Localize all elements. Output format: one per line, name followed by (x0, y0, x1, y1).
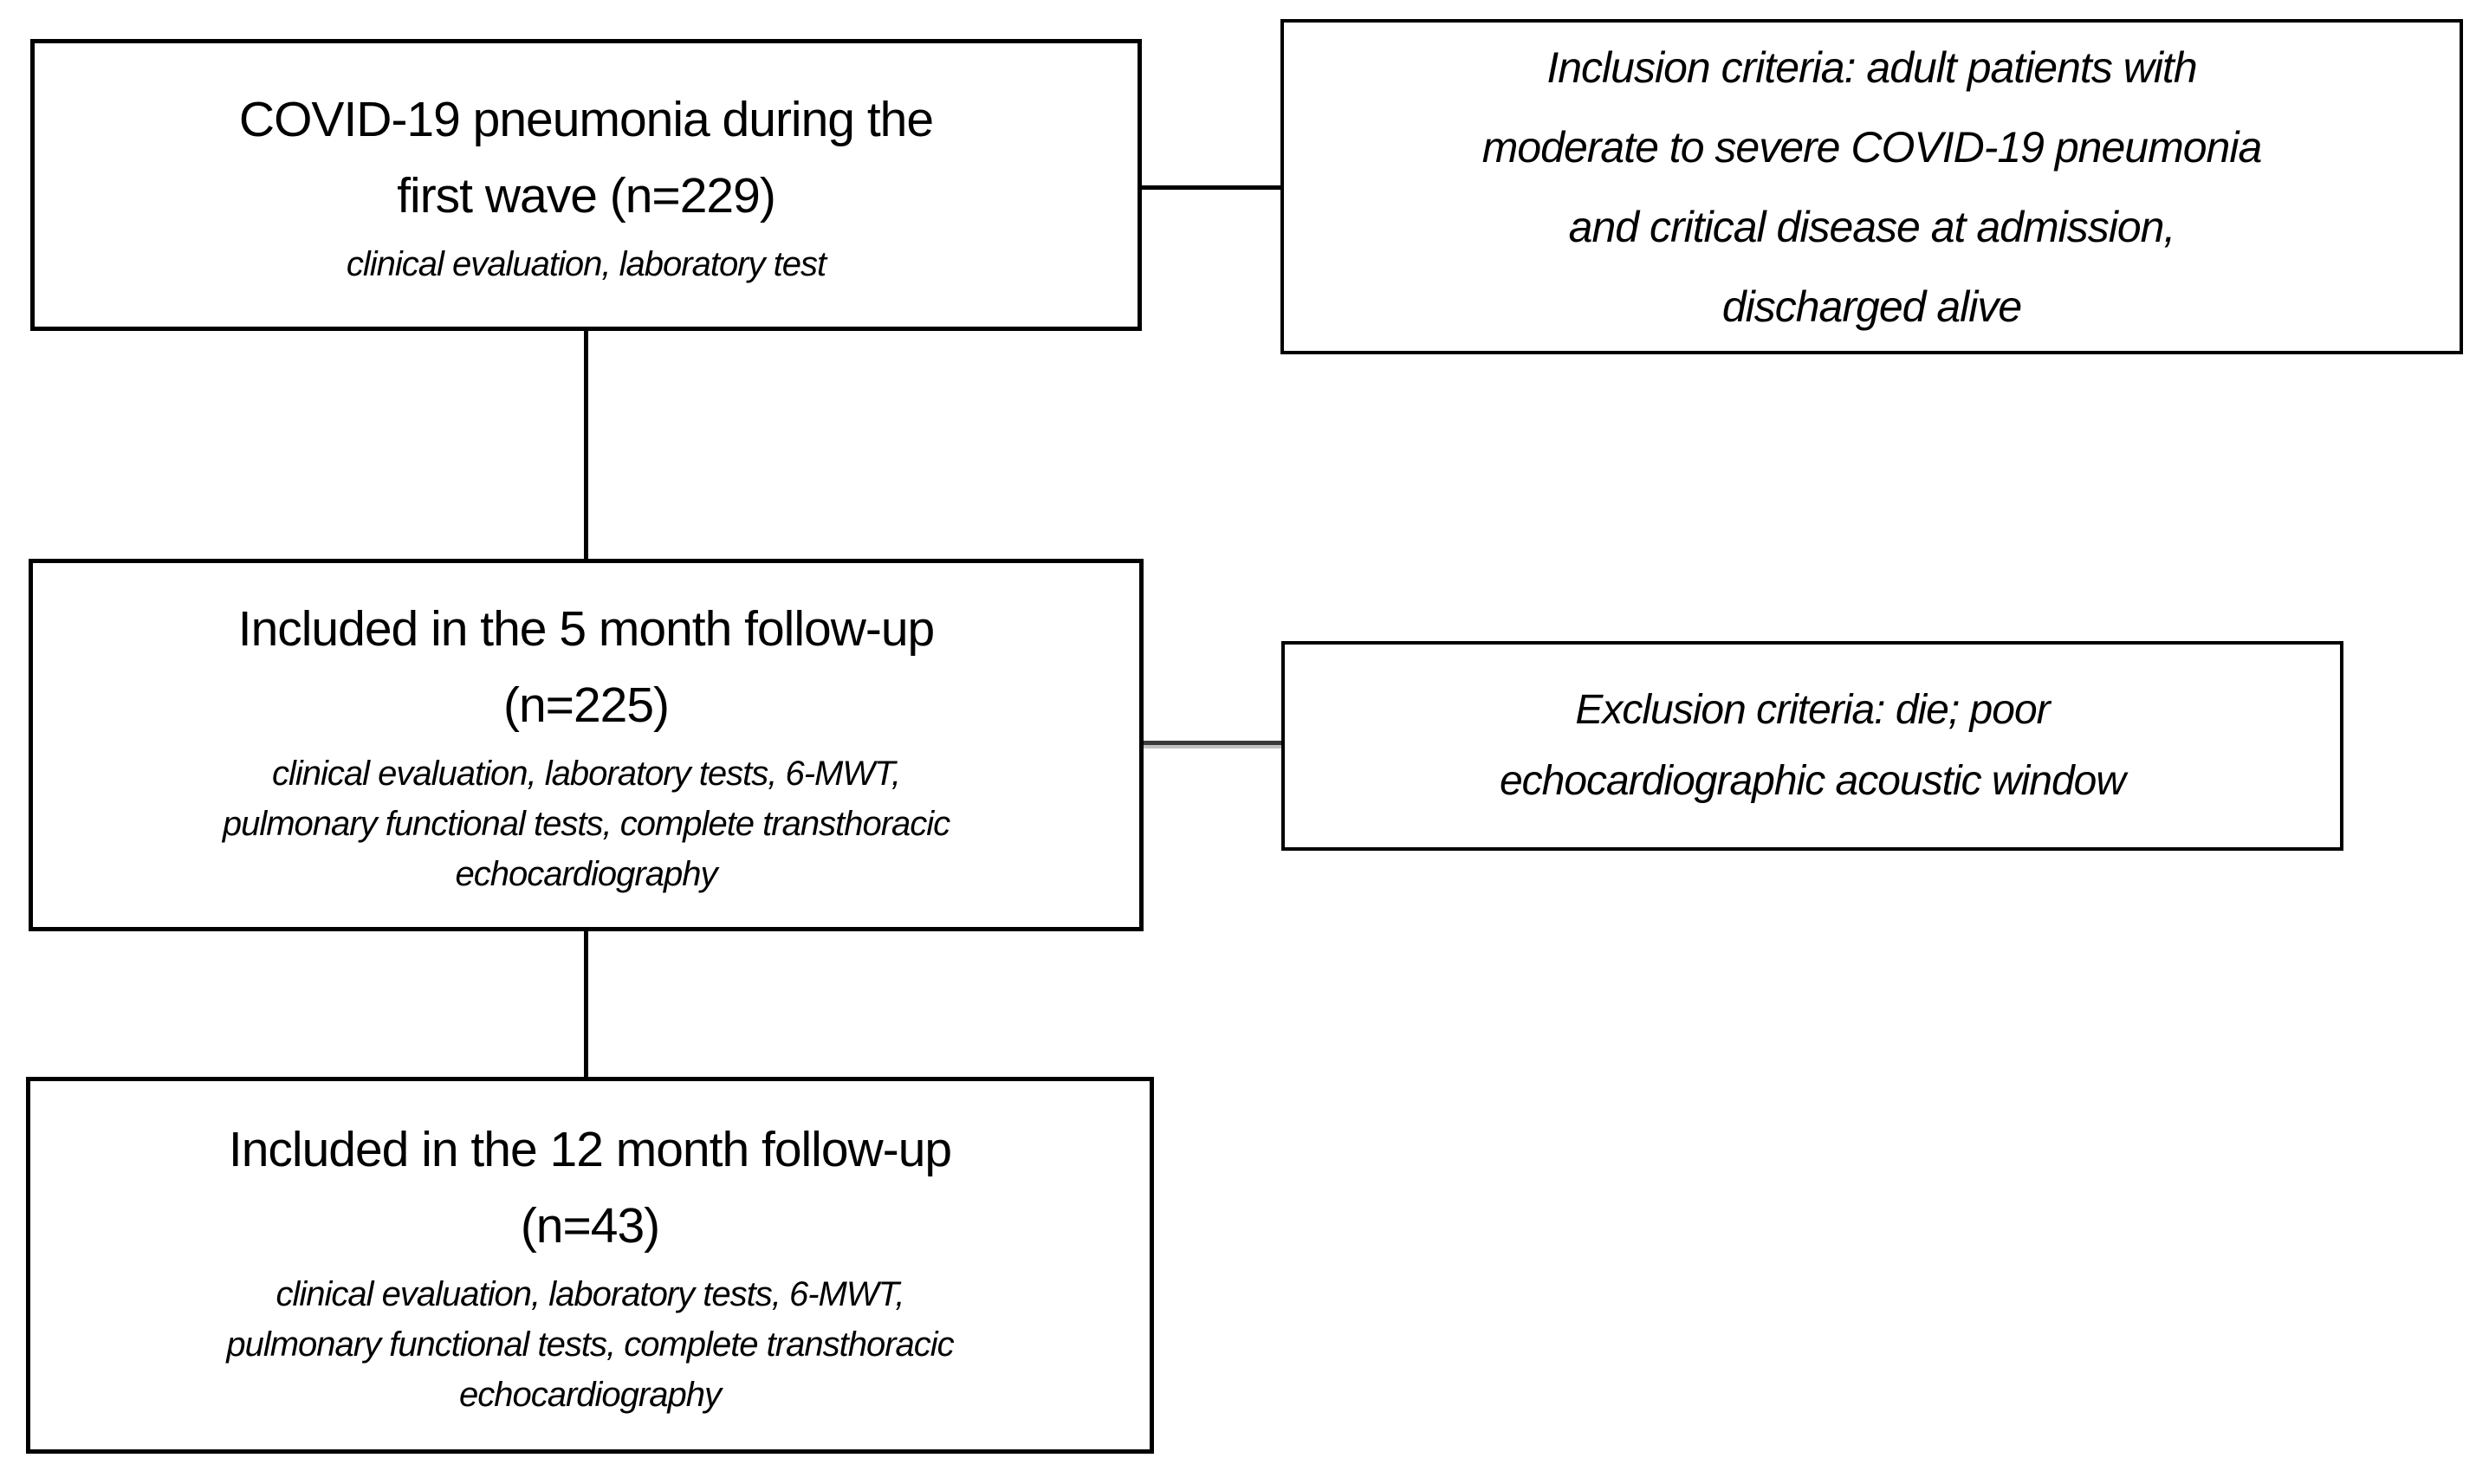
connector-box2-to-box3 (584, 931, 588, 1077)
box-5-month-followup: Included in the 5 month follow-up (n=225… (29, 559, 1144, 931)
box-inclusion-criteria: Inclusion criteria: adult patients with … (1280, 19, 2463, 354)
box-covid-first-wave-subtitle: clinical evaluation, laboratory test (346, 244, 826, 283)
connector-box1-to-inclusion (1142, 185, 1280, 190)
box-5-month-followup-title: Included in the 5 month follow-up (n=225… (237, 601, 936, 733)
exclusion-criteria-text: Exclusion criteria: die; poor echocardio… (1499, 687, 2126, 804)
box-12-month-followup-title: Included in the 12 month follow-up (n=43… (228, 1121, 952, 1254)
box-12-month-followup-subtitle: clinical evaluation, laboratory tests, 6… (226, 1274, 954, 1414)
box-covid-first-wave: COVID-19 pneumonia during the first wave… (30, 39, 1142, 331)
box-12-month-followup: Included in the 12 month follow-up (n=43… (26, 1077, 1154, 1454)
connector-box2-to-exclusion (1144, 741, 1281, 748)
connector-box1-to-box2 (584, 331, 588, 559)
box-5-month-followup-subtitle: clinical evaluation, laboratory tests, 6… (222, 755, 950, 893)
inclusion-criteria-text: Inclusion criteria: adult patients with … (1481, 42, 2263, 331)
box-covid-first-wave-title: COVID-19 pneumonia during the first wave… (238, 91, 934, 224)
box-exclusion-criteria: Exclusion criteria: die; poor echocardio… (1281, 641, 2343, 851)
